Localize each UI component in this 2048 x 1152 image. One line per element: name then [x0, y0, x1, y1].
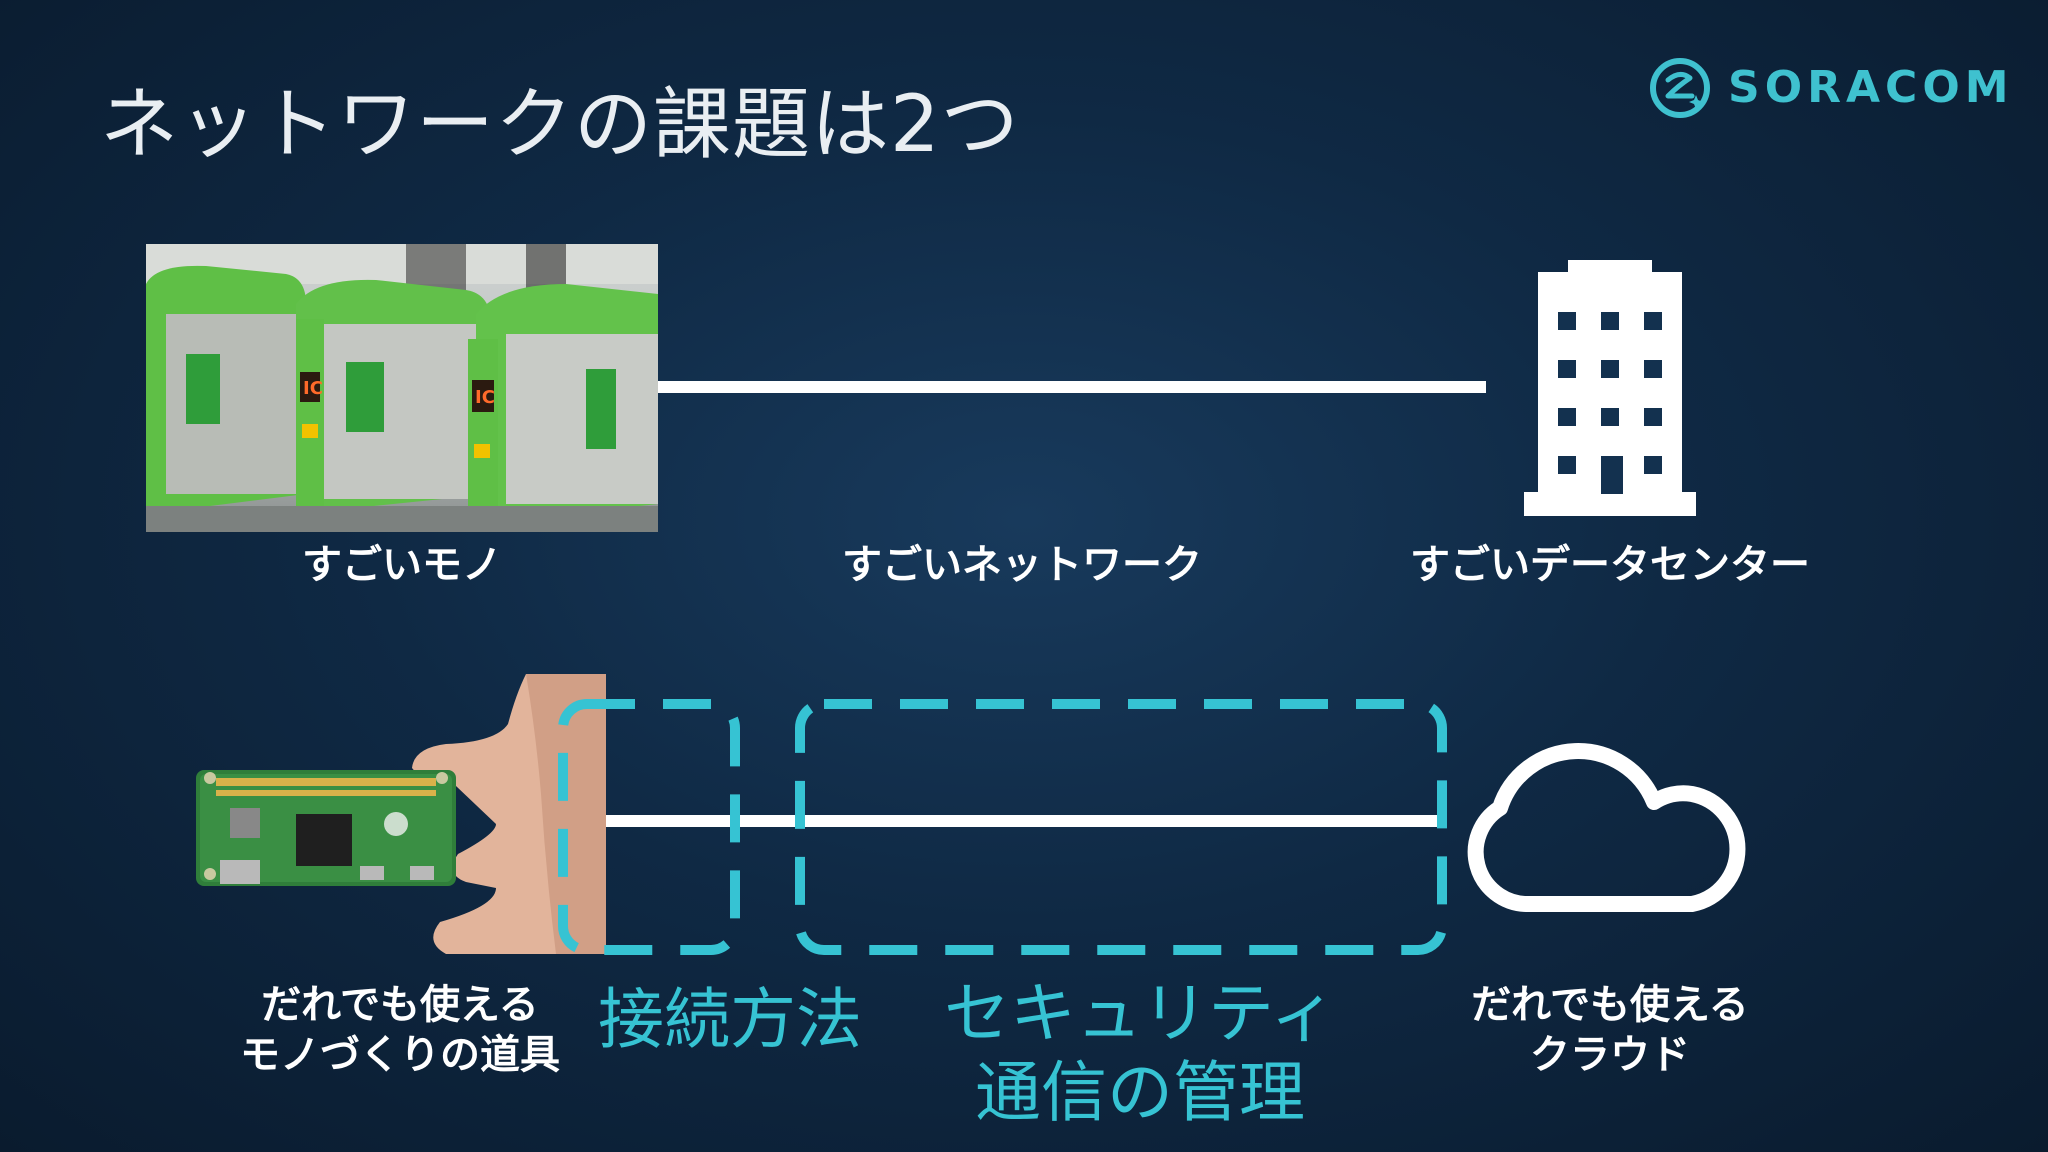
label-sugoi-mono: すごいモノ [302, 542, 502, 588]
logo-text: SORACOM [1728, 62, 2014, 113]
label-tool: だれでも使える モノづくりの道具 [220, 980, 580, 1080]
label-cloud: だれでも使える クラウド [1420, 980, 1800, 1080]
building-icon [1524, 260, 1696, 516]
label-tool-line2: モノづくりの道具 [240, 1032, 560, 1078]
soracom-logo: SORACOM [1648, 56, 2009, 120]
label-tool-line1: だれでも使える [261, 982, 539, 1028]
network-line-bottom [606, 815, 1446, 827]
label-sugoi-network: すごいネットワーク [842, 542, 1202, 588]
network-line-top [658, 381, 1486, 393]
issue-security-box [795, 699, 1447, 955]
raspberry-pi-zero-photo [196, 674, 606, 954]
ticket-gate-photo: IC IC [146, 244, 658, 532]
label-cloud-line2: クラウド [1530, 1032, 1690, 1078]
cloud-icon [1467, 743, 1746, 912]
ic-sign: IC [303, 378, 323, 399]
page-title: ネットワークの課題は2つ [100, 80, 1020, 170]
soracom-logo-icon [1650, 58, 1710, 118]
ic-sign: IC [475, 387, 495, 408]
label-sugoi-datacenter: すごいデータセンター [1410, 542, 1810, 588]
label-cloud-line1: だれでも使える [1471, 982, 1749, 1028]
dashed-boxes [558, 699, 1447, 955]
issue-security-label: セキュリティ 通信の管理 [920, 974, 1360, 1132]
issue-connection-box [558, 699, 740, 955]
issue-security-line2: 通信の管理 [975, 1054, 1305, 1132]
issue-connection-label: 接続方法 [598, 981, 862, 1058]
issue-security-line1: セキュリティ [943, 975, 1337, 1052]
